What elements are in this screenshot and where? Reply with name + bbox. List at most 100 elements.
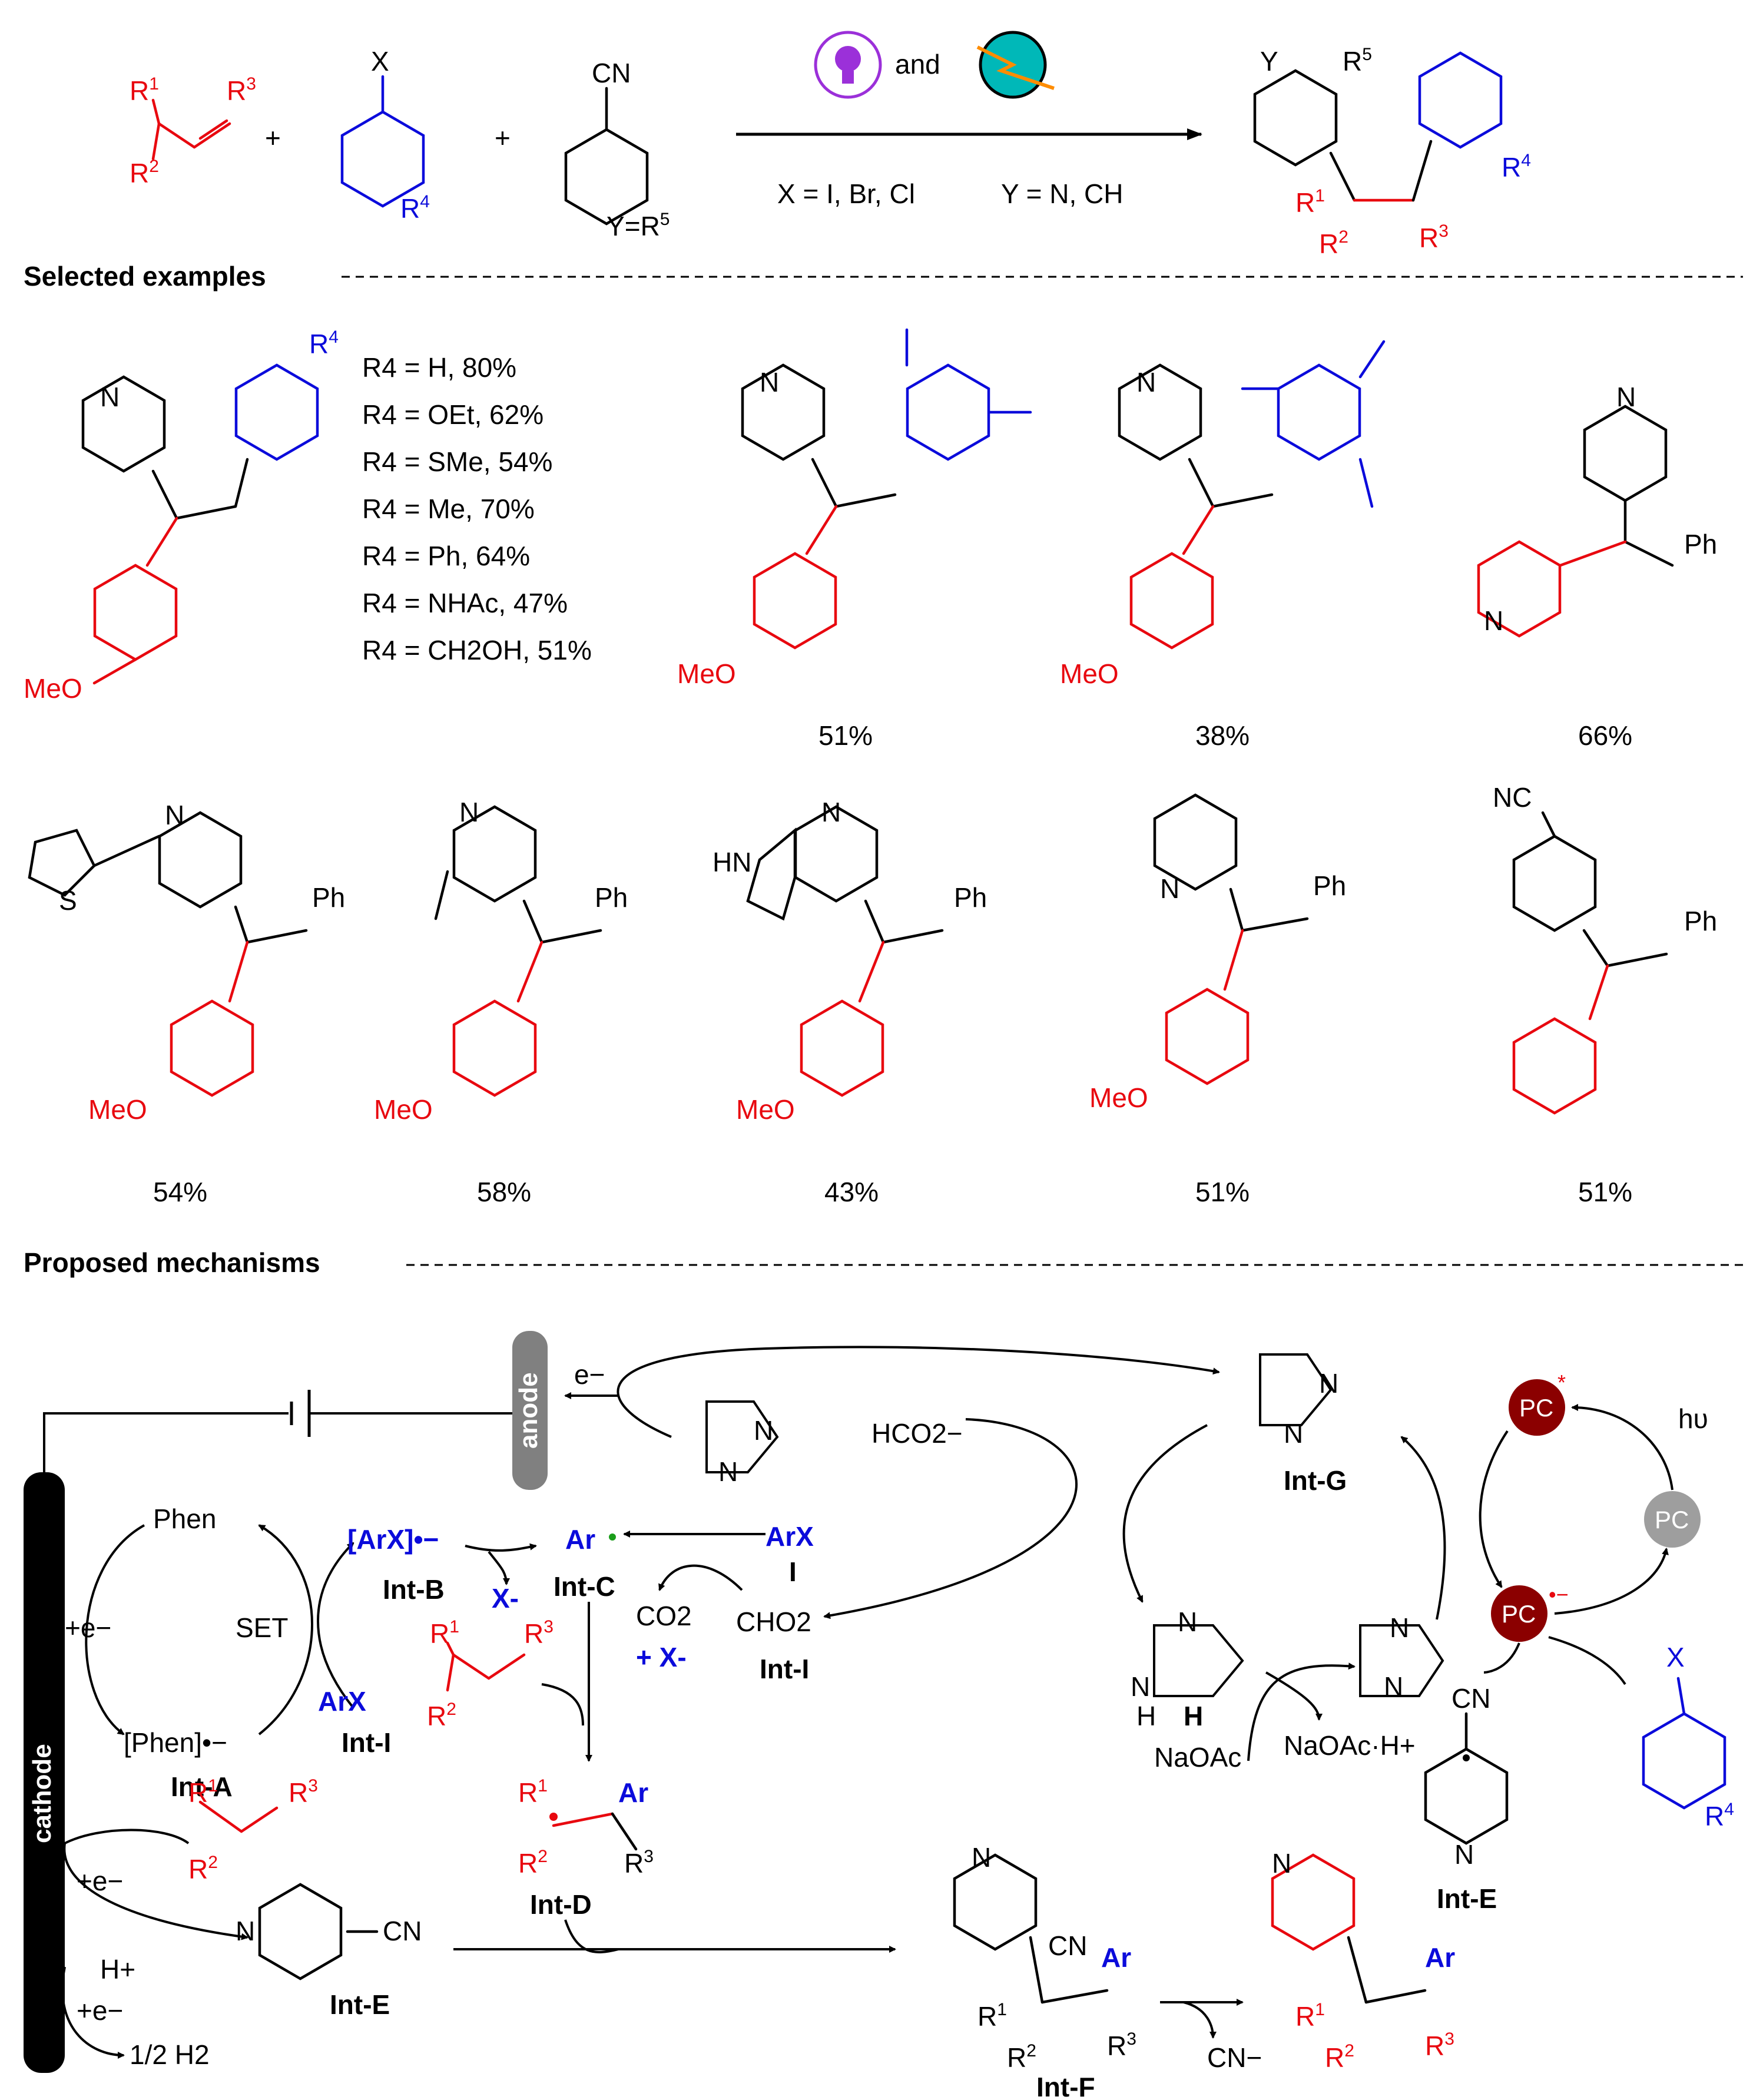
int-g: Int-G	[1284, 1465, 1347, 1496]
svg-text:R2: R2	[1007, 2041, 1036, 2073]
h-bold: H	[1184, 1701, 1203, 1731]
phen-radical: [Phen]•−	[124, 1727, 227, 1758]
svg-text:N: N	[1131, 1671, 1150, 1702]
svg-text:R2: R2	[188, 1853, 218, 1884]
svg-text:R1: R1	[188, 1776, 218, 1808]
co2: CO2	[636, 1601, 692, 1631]
svg-text:R2: R2	[1325, 2041, 1354, 2073]
yield-ex4: 66%	[1578, 720, 1632, 751]
cond-y: Y = N, CH	[1001, 178, 1124, 209]
arx-1: ArX	[318, 1686, 366, 1717]
r4-substituent-list: R4 = H, 80% R4 = OEt, 62% R4 = SMe, 54% …	[362, 352, 592, 665]
svg-text:R2: R2	[427, 1700, 456, 1731]
int-a: Int-A	[171, 1771, 233, 1802]
cn-minus: CN−	[1207, 2042, 1262, 2073]
svg-text:Ph: Ph	[1313, 870, 1346, 901]
formate: HCO2−	[871, 1418, 963, 1449]
hv-label: hυ	[1678, 1403, 1708, 1434]
reactant-cyanoarene: CN Y=R5	[566, 58, 670, 241]
example-1-structure: N MeO R4	[24, 327, 339, 704]
example-9-structure: NC Ph	[1493, 782, 1717, 1113]
r4-item: R4 = Me, 70%	[362, 493, 535, 524]
dabco-oxidation: N N HCO2− N N Int-G N N H H NaOAc NaOAc·…	[617, 1346, 1446, 1773]
svg-text:PC: PC	[1655, 1506, 1689, 1533]
svg-text:N: N	[165, 800, 184, 830]
section-selected: Selected examples	[24, 261, 266, 292]
set-label: SET	[236, 1612, 288, 1643]
phen: Phen	[153, 1503, 216, 1534]
svg-text:N: N	[1272, 1848, 1291, 1879]
svg-text:MeO: MeO	[374, 1094, 433, 1125]
int-f-and-product: N CN Ar R1 R2 R3 Int-F CN− N Ar R1 R2 R3	[955, 1842, 1455, 2100]
alkene-addition: R1 R2 R3	[427, 1617, 584, 1731]
svg-text:Ar: Ar	[1101, 1942, 1131, 1973]
yield-ex9: 51%	[1578, 1177, 1632, 1207]
r4-label: R4	[400, 192, 430, 224]
svg-text:MeO: MeO	[736, 1094, 795, 1125]
int-i-2: Int-I	[760, 1654, 809, 1684]
yield-ex8: 51%	[1195, 1177, 1250, 1207]
svg-text:R3: R3	[524, 1617, 554, 1649]
cn-on-e: CN	[383, 1916, 422, 1946]
and-label: and	[895, 49, 940, 80]
r4-item: R4 = OEt, 62%	[362, 399, 544, 430]
svg-text:CN: CN	[1048, 1930, 1087, 1961]
r4-item: R4 = CH2OH, 51%	[362, 635, 592, 665]
plus-e-1: +e−	[65, 1612, 111, 1643]
svg-text:Ph: Ph	[312, 882, 345, 913]
svg-text:N: N	[459, 797, 479, 827]
example-7-structure: N HN Ph MeO	[713, 797, 987, 1125]
svg-text:MeO: MeO	[677, 658, 736, 689]
svg-text:N: N	[718, 1456, 738, 1487]
cathode-electrode	[24, 1472, 65, 2073]
example-2-structure: N MeO	[677, 328, 1032, 689]
yield-ex7: 43%	[824, 1177, 879, 1207]
svg-text:MeO: MeO	[1060, 658, 1119, 689]
svg-text:Ph: Ph	[1684, 529, 1717, 559]
svg-text:R4: R4	[309, 327, 339, 359]
int-e-2: Int-E	[1437, 1883, 1497, 1914]
svg-text:X: X	[1666, 1642, 1685, 1672]
svg-text:N: N	[1284, 1418, 1303, 1449]
svg-text:R5: R5	[1343, 45, 1372, 77]
plus-x-minus: + X-	[636, 1642, 687, 1672]
plus-e-2: +e−	[77, 1866, 123, 1896]
svg-text:N: N	[1484, 605, 1503, 636]
photocatalyst-cycle: PC * PC PC •− hυ CN N Int-E X R4	[1426, 1370, 1734, 1914]
example-8-structure: N Ph MeO	[1089, 795, 1346, 1113]
svg-text:N: N	[100, 382, 120, 412]
int-f: Int-F	[1036, 2072, 1095, 2100]
svg-text:MeO: MeO	[1089, 1082, 1148, 1113]
svg-text:R3: R3	[1425, 2029, 1454, 2061]
cn-label: CN	[592, 58, 631, 88]
x-label: X	[371, 46, 389, 77]
int-b: Int-B	[383, 1574, 445, 1605]
r4-item: R4 = H, 80%	[362, 352, 516, 383]
y-prod: Y	[1260, 46, 1278, 77]
light-bulb-icon	[814, 31, 882, 99]
example-3-structure: N MeO	[1060, 340, 1386, 689]
svg-text:R3: R3	[1419, 221, 1449, 253]
svg-text:•−: •−	[1549, 1582, 1569, 1607]
svg-text:N: N	[972, 1842, 991, 1873]
electrochemical-cell: cathode anode e−	[24, 1331, 618, 2073]
pc-reduced	[1491, 1585, 1547, 1642]
yield-ex5: 54%	[153, 1177, 207, 1207]
pc-ground	[1644, 1491, 1701, 1548]
example-4-structure: N N Ph	[1479, 382, 1717, 636]
pc-excited	[1509, 1379, 1565, 1436]
plus-e-3: +e−	[77, 1995, 123, 2026]
svg-text:NC: NC	[1493, 782, 1532, 813]
svg-text:N: N	[1178, 1607, 1197, 1637]
svg-text:R4: R4	[1502, 151, 1531, 183]
h-label: H	[1136, 1701, 1156, 1731]
int-e-1: Int-E	[330, 1989, 390, 2020]
svg-text:Ar: Ar	[1425, 1942, 1455, 1973]
svg-text:N: N	[1616, 382, 1636, 412]
svg-text:R3: R3	[289, 1776, 318, 1808]
svg-text:N: N	[236, 1916, 255, 1946]
svg-text:N: N	[1319, 1368, 1338, 1399]
svg-text:*: *	[1557, 1370, 1566, 1395]
svg-text:N: N	[821, 797, 841, 827]
